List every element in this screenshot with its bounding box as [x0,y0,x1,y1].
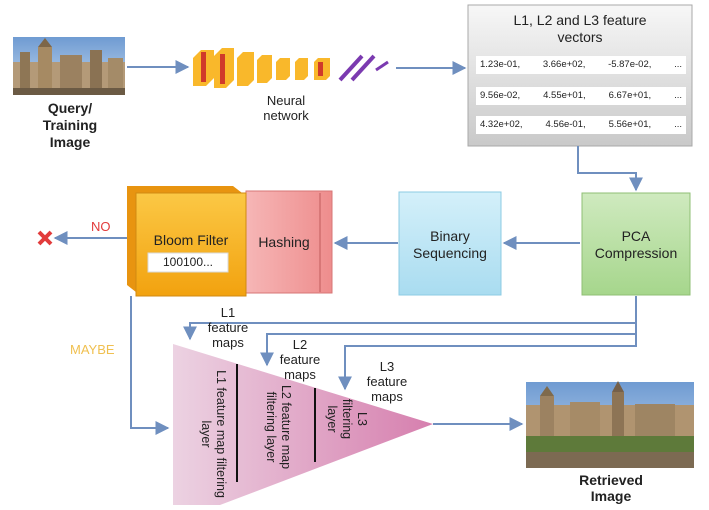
feature-value: -5.87e-02, [608,59,652,70]
feature-row: 9.56e-02, 4.55e+01, 6.67e+01, ... [476,90,686,101]
no-label: NO [91,219,111,234]
arrow-l2-maps [260,323,637,367]
feature-row-bg [476,56,686,74]
feature-ellipsis: ... [674,59,682,70]
maybe-label: MAYBE [70,342,115,357]
l1-layer-label: L1 feature map filtering layer [199,370,228,498]
l3-layer-label: L3 filtering layer [325,398,369,440]
feature-value: 1.23e-01, [480,59,521,70]
l3-maps-label: L3 feature maps [366,359,408,404]
feature-value: 4.32e+02, [480,119,523,130]
binary-box [398,191,502,296]
retrieved-image [526,381,694,468]
feature-vectors-title: L1, L2 and L3 feature vectors [513,12,647,45]
neural-network-label: Neural network [263,93,309,123]
arrow-features-to-pca [577,146,643,192]
feature-row-bg [476,116,686,134]
bloom-filter-label: Bloom Filter [153,232,229,248]
feature-value: 4.56e-01, [545,119,586,130]
bloom-value-bg [147,252,229,273]
l2-layer-label: L2 feature map filtering layer [264,384,293,470]
l1-maps-label: L1 feature maps [207,305,249,350]
feature-value: 3.66e+02, [542,59,586,70]
feature-row-bg [476,87,686,105]
neural-network-icon [193,48,389,88]
feature-row: 1.23e-01, 3.66e+02, -5.87e-02, ... [476,59,686,70]
bloom-filter-value: 100100... [162,255,214,269]
hashing-box [245,190,333,294]
feature-ellipsis: ... [674,90,682,101]
feature-value: 4.55e+01, [543,90,586,101]
query-image [13,37,125,95]
arrow-l3-maps [338,334,637,391]
query-image-label: Query/ Training Image [42,100,98,150]
feature-value: 6.67e+01, [608,90,652,101]
feature-value: 5.56e+01, [608,119,652,130]
arrow-l1-maps [183,296,637,341]
retrieved-image-label: Retrieved Image [579,472,643,504]
binary-label: Binary Sequencing [413,228,487,261]
reject-icon [37,230,53,246]
feature-value: 9.56e-02, [480,90,521,101]
pca-box [581,192,691,296]
bloom-filter-box [135,192,247,297]
feature-row: 4.32e+02, 4.56e-01, 5.56e+01, ... [476,119,686,130]
l2-maps-label: L2 feature maps [279,337,321,382]
hashing-label: Hashing [258,234,310,250]
flow-arrows [53,60,643,435]
pca-label: PCA Compression [594,228,678,261]
arrow-bloom-to-funnel [130,296,170,435]
feature-ellipsis: ... [674,119,682,130]
